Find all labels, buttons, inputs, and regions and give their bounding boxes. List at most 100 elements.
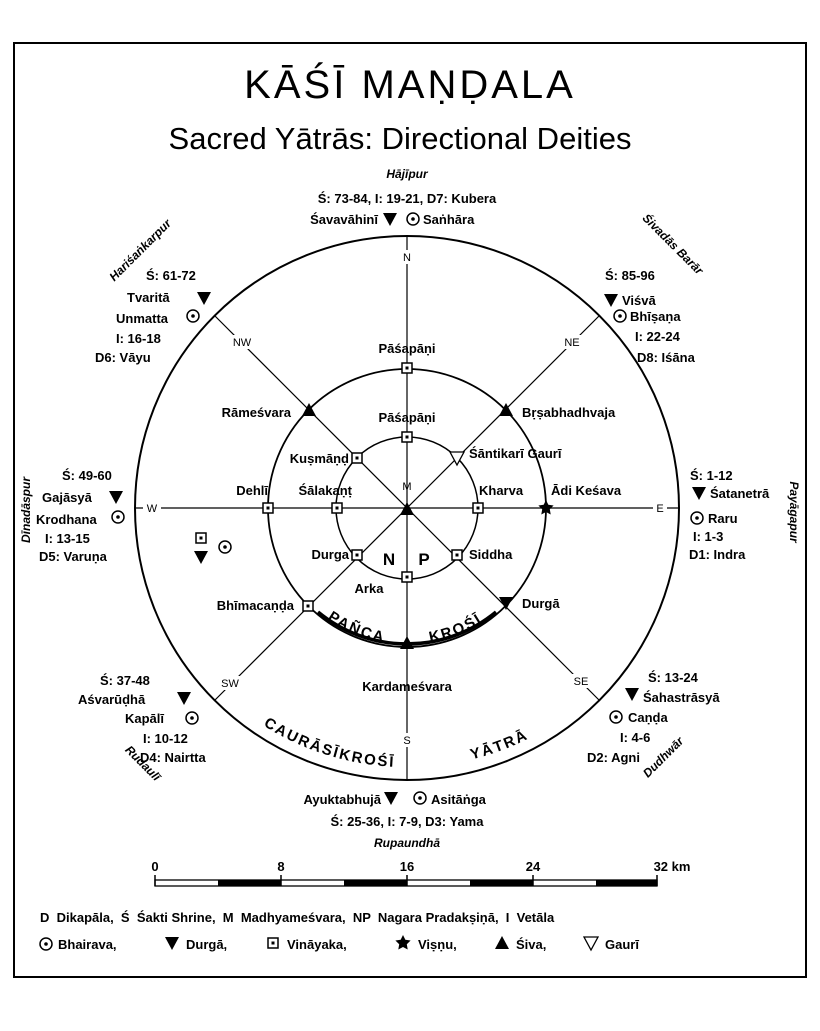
inner-sw-vinayaka — [351, 549, 363, 561]
inner-n-vinayaka — [401, 431, 413, 443]
west-vetala-range: I: 13-15 — [45, 531, 90, 546]
ne-bhairava-label: Bhīṣaṇa — [630, 309, 681, 324]
dir-w: W — [147, 503, 158, 515]
panca-krosi-label: PAÑCA — [325, 608, 387, 646]
south-bhairava-symbol — [413, 791, 427, 805]
east-durga-symbol — [692, 487, 706, 500]
inner-s-vinayaka — [401, 571, 413, 583]
south-shrine-info: Ś: 25-36, I: 7-9, D3: Yama — [331, 814, 485, 829]
ne-shrine-range: Ś: 85-96 — [605, 268, 655, 283]
sw-bhairava-label: Kapālī — [125, 711, 164, 726]
map-title: KĀŚĪ MAṆḌALA — [244, 61, 576, 107]
middle-w-label: Dehlī — [236, 483, 268, 498]
inner-w-vinayaka — [331, 502, 343, 514]
dir-ne: NE — [564, 337, 579, 349]
place-north: Hājīpur — [386, 167, 429, 181]
west-dikapala: D5: Varuṇa — [39, 549, 108, 564]
south-durga-symbol — [384, 792, 398, 805]
inner-e-vinayaka — [472, 502, 484, 514]
west-extra-vinayaka-symbol — [195, 532, 207, 544]
dir-e: E — [656, 503, 663, 515]
dir-n: N — [403, 252, 411, 264]
legend-siva-symbol — [495, 936, 509, 949]
east-durga-label: Śatanetrā — [710, 486, 770, 501]
dir-m: M — [402, 481, 411, 493]
legend-siva-label: Śiva, — [516, 937, 546, 952]
middle-nw-label: Rāmeśvara — [222, 405, 292, 420]
middle-w-vinayaka — [262, 502, 274, 514]
west-shrine-range: Ś: 49-60 — [62, 468, 112, 483]
se-durga-symbol — [625, 688, 639, 701]
panca-krosi-label-2: KROŚĪ — [427, 610, 485, 646]
map-frame — [13, 42, 807, 978]
sw-durga-label: Aśvarūḍhā — [78, 692, 146, 707]
inner-w-label: Śālakaṇṭ — [299, 483, 353, 498]
legend-bhairava-label: Bhairava, — [58, 937, 117, 952]
dir-s: S — [403, 735, 410, 747]
sw-bhairava-symbol — [185, 711, 199, 725]
inner-se-vinayaka — [451, 549, 463, 561]
place-west: Dīnadāspur — [19, 476, 33, 543]
inner-n-label: Pāśapāṇi — [378, 410, 435, 425]
map-subtitle: Sacred Yātrās: Directional Deities — [169, 121, 632, 156]
ne-bhairava-symbol — [613, 309, 627, 323]
south-durga-label: Ayuktabhujā — [303, 792, 381, 807]
se-shrine-range: Ś: 13-24 — [648, 670, 699, 685]
sw-dikapala: D4: Nairtta — [140, 750, 207, 765]
scale-tick-24: 24 — [526, 859, 541, 874]
inner-e-label: Kharva — [479, 483, 524, 498]
nw-durga-symbol — [197, 292, 211, 305]
np-p: P — [418, 550, 429, 569]
north-shrine-info: Ś: 73-84, I: 19-21, D7: Kubera — [318, 191, 497, 206]
nw-bhairava-label: Unmatta — [116, 311, 169, 326]
north-durga-label: Śavavāhinī — [310, 212, 378, 227]
place-south: Rupaundhā — [374, 836, 440, 850]
legend: D Dikapāla, Ś Śakti Shrine, M Madhyameśv… — [39, 910, 639, 952]
se-bhairava-symbol — [609, 710, 623, 724]
legend-gauri-label: Gaurī — [605, 937, 639, 952]
se-bhairava-label: Caṇḍa — [628, 710, 669, 725]
caurasi-krosi-yatra-label: CAURĀSĪKROŚĪ — [261, 714, 396, 771]
dir-nw: NW — [233, 337, 252, 349]
east-bhairava-symbol — [690, 511, 704, 525]
sw-durga-symbol — [177, 692, 191, 705]
legend-vinayaka-label: Vināyaka, — [287, 937, 347, 952]
caurasi-krosi-yatra-label-2: YĀTRĀ — [468, 726, 531, 763]
middle-se-durga — [499, 597, 513, 610]
se-dikapala: D2: Agni — [587, 750, 640, 765]
legend-visnu-label: Viṣṇu, — [418, 937, 457, 952]
west-bhairava-symbol — [111, 510, 125, 524]
dir-sw: SW — [221, 678, 239, 690]
place-east: Payāgapur — [787, 481, 801, 544]
north-bhairava-symbol — [406, 212, 420, 226]
middle-ne-label: Bṛṣabhadhvaja — [522, 405, 616, 420]
middle-sw-vinayaka — [302, 600, 314, 612]
middle-se-label: Durgā — [522, 596, 560, 611]
nw-dikapala: D6: Vāyu — [95, 350, 151, 365]
legend-visnu-symbol — [395, 935, 411, 950]
west-extra-bhairava-symbol — [218, 540, 232, 554]
inner-se-label: Siddha — [469, 547, 513, 562]
ne-vetala-range: I: 22-24 — [635, 329, 681, 344]
middle-sw-label: Bhīmacaṇḍa — [217, 598, 295, 613]
middle-n-vinayaka — [401, 362, 413, 374]
scale-tick-16: 16 — [400, 859, 414, 874]
north-durga-symbol — [383, 213, 397, 226]
west-extra-durga-symbol — [194, 551, 208, 564]
inner-nw-label: Kuṣmāṇḍ — [290, 451, 349, 466]
north-bhairava-label: Saṅhāra — [423, 212, 475, 227]
inner-nw-vinayaka — [351, 452, 363, 464]
ne-dikapala: D8: Iśāna — [637, 350, 696, 365]
nw-vetala-range: I: 16-18 — [116, 331, 161, 346]
scale-tick-32: 32 km — [654, 859, 691, 874]
nw-shrine-range: Ś: 61-72 — [146, 268, 196, 283]
se-durga-label: Śahastrāsyā — [643, 690, 720, 705]
middle-s-label: Kardameśvara — [362, 679, 452, 694]
sw-shrine-range: Ś: 37-48 — [100, 673, 150, 688]
legend-durga-symbol — [165, 937, 179, 950]
np-n: N — [383, 550, 395, 569]
ne-durga-label: Viśvā — [622, 293, 657, 308]
legend-vinayaka-symbol — [267, 937, 279, 949]
west-durga-label: Gajāsyā — [42, 490, 93, 505]
